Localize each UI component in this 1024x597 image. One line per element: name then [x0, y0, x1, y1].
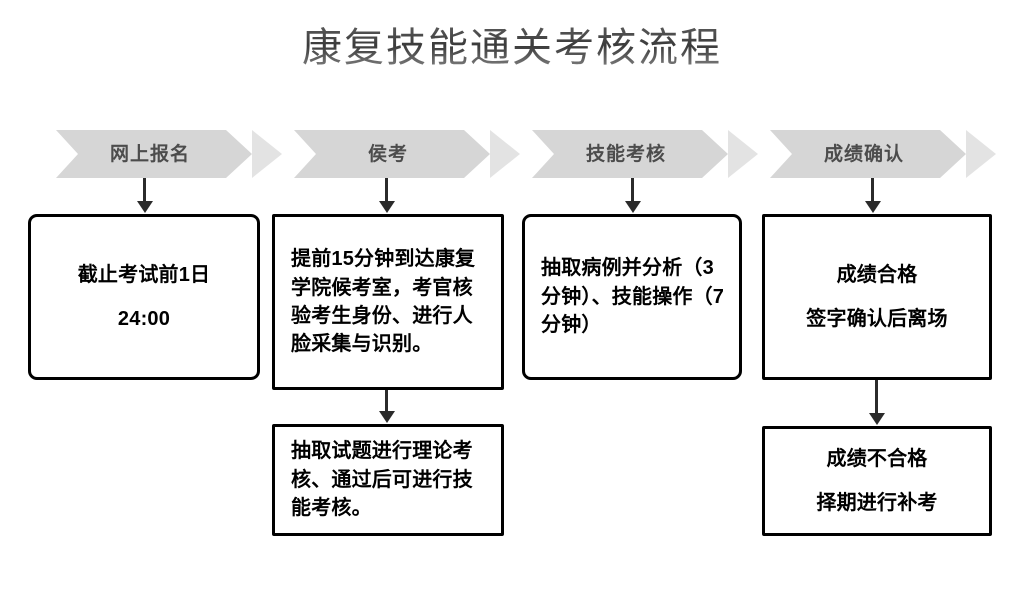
stage-label-skill-assessment: 技能考核: [585, 143, 666, 165]
stage-arrow-tip-2-icon: [490, 130, 520, 178]
page-title: 康复技能通关考核流程: [0, 24, 1024, 72]
box-pass[interactable]: 成绩合格 签字确认后离场: [762, 214, 992, 380]
stage-chevron-waiting[interactable]: 侯考: [294, 130, 490, 178]
connector-arrow-stage3-to-skill-operation: [631, 178, 634, 202]
box-theory-test-text: 抽取试题进行理论考核、通过后可进行技能考核。: [291, 440, 473, 520]
box-fail[interactable]: 成绩不合格 择期进行补考: [762, 426, 992, 536]
connector-arrow-stage1-to-deadline: [143, 178, 146, 202]
stage-chevron-online-registration[interactable]: 网上报名: [56, 130, 252, 178]
stage-label-online-registration: 网上报名: [109, 143, 190, 165]
box-deadline-line2: 24:00: [117, 308, 171, 330]
stage-arrow-tip-3-icon: [728, 130, 758, 178]
stage-label-score-confirmation: 成绩确认: [823, 143, 904, 165]
box-pass-line2: 签字确认后离场: [806, 308, 948, 330]
box-skill-operation[interactable]: 抽取病例并分析（3分钟）、技能操作（7分钟）: [522, 214, 742, 380]
connector-arrow-waiting-room-to-theory-test: [385, 390, 388, 412]
connector-arrow-stage4-to-pass: [871, 178, 874, 202]
box-pass-line1: 成绩合格: [836, 263, 918, 286]
box-deadline[interactable]: 截止考试前1日 24:00: [28, 214, 260, 380]
box-skill-operation-text: 抽取病例并分析（3分钟）、技能操作（7分钟）: [541, 257, 725, 337]
box-waiting-room-text: 提前15分钟到达康复学院候考室，考官核验考生身份、进行人脸采集与识别。: [291, 248, 476, 356]
box-fail-line2: 择期进行补考: [816, 492, 938, 514]
stage-chevron-score-confirmation[interactable]: 成绩确认: [770, 130, 966, 178]
stage-arrow-tip-1-icon: [252, 130, 282, 178]
stage-arrow-tip-4-icon: [966, 130, 996, 178]
stage-label-waiting: 侯考: [367, 143, 408, 165]
connector-arrow-pass-to-fail: [875, 380, 878, 414]
box-fail-line1: 成绩不合格: [826, 447, 928, 470]
box-waiting-room[interactable]: 提前15分钟到达康复学院候考室，考官核验考生身份、进行人脸采集与识别。: [272, 214, 504, 390]
box-theory-test[interactable]: 抽取试题进行理论考核、通过后可进行技能考核。: [272, 424, 504, 536]
stage-chevron-skill-assessment[interactable]: 技能考核: [532, 130, 728, 178]
box-deadline-line1: 截止考试前1日: [77, 263, 211, 286]
connector-arrow-stage2-to-waiting-room: [385, 178, 388, 202]
